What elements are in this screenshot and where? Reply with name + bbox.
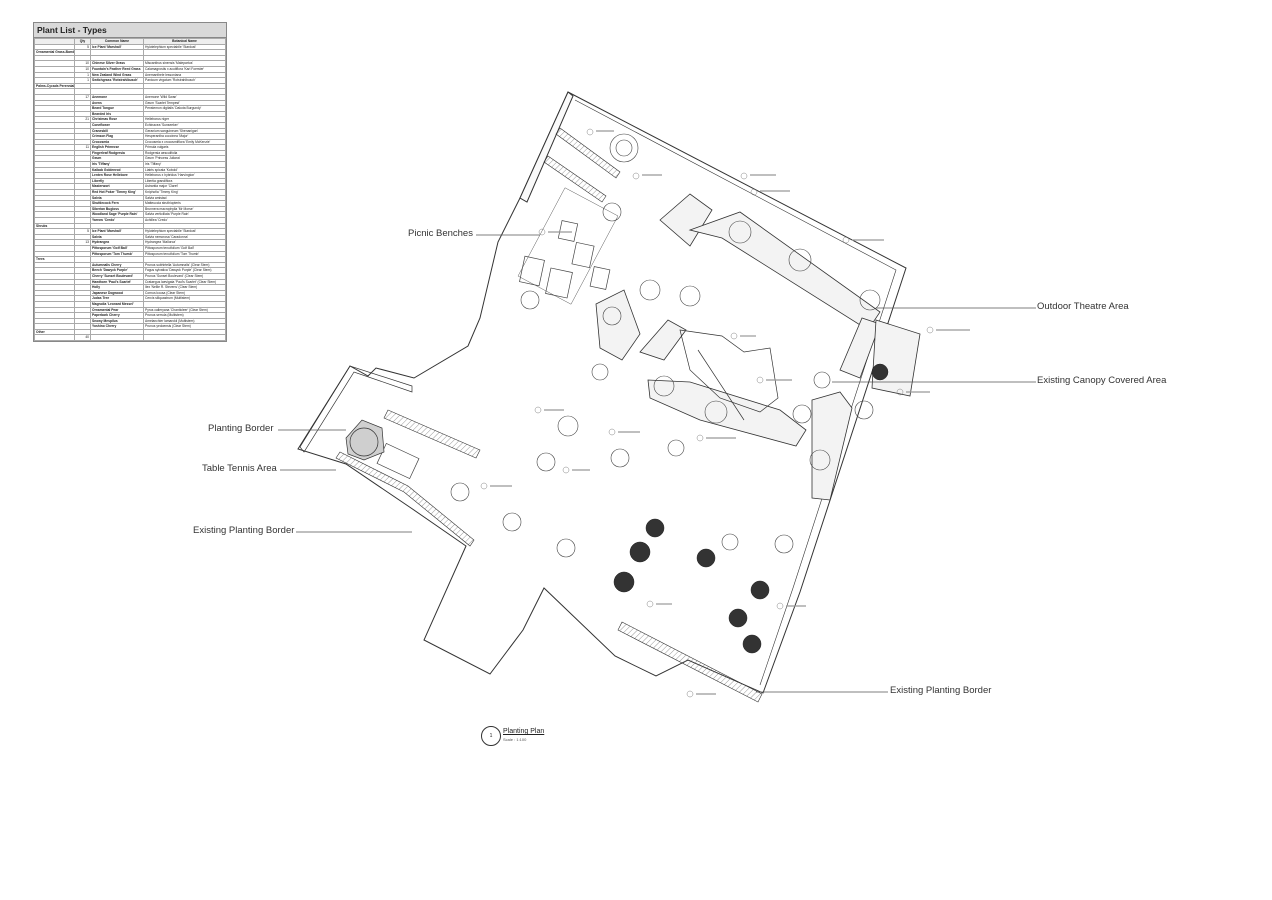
- table-tennis-area: [376, 442, 420, 480]
- plant-botanical-name-cell: [143, 256, 226, 263]
- plant-label-text-lines: [490, 130, 970, 695]
- plant-label-markers: [480, 128, 934, 698]
- plant-botanical-name-cell: Miscanthus sinensis 'Malepartus': [143, 60, 226, 67]
- picnic-benches: [517, 187, 619, 305]
- existing-planting-borders: [335, 127, 763, 703]
- plant-botanical-name-cell: Helleborus niger: [143, 116, 226, 123]
- plant-list-row: 40: [34, 334, 226, 342]
- plant-botanical-name-cell: Prunus 'Sunset Boulevard' (Clear Stem): [143, 272, 226, 280]
- plant-botanical-name-cell: [143, 334, 226, 342]
- outline-tree-symbols: [450, 133, 881, 558]
- callout-picnic-benches: Picnic Benches: [408, 228, 473, 239]
- plant-botanical-name-cell: Pyrus calleryana 'Chanticleer' (Clear St…: [143, 306, 226, 314]
- plant-list-row: Hawthorn 'Paul's Scarlet'Crataegus laevi…: [34, 278, 226, 286]
- plant-botanical-name-cell: Penstemon digitalis 'Dakota Burgundy': [143, 105, 226, 112]
- drawing-title: Planting Plan: [503, 728, 545, 735]
- callout-canopy-area: Existing Canopy Covered Area: [1037, 375, 1167, 386]
- plant-botanical-name-cell: [143, 300, 226, 308]
- feature-tree: [345, 419, 385, 461]
- plant-list-table: Plant List - Types Qty Common Name Botan…: [33, 22, 227, 343]
- plant-botanical-name-cell: Echinacea 'Sunseeker': [143, 121, 226, 129]
- plant-list-row: Magnolia 'Leonard Messel': [34, 300, 226, 308]
- plant-list-title: Plant List - Types: [34, 23, 226, 38]
- plant-botanical-name-cell: Calamagrostis x acutiflora 'Karl Foerste…: [143, 66, 226, 73]
- plant-botanical-name-cell: [143, 88, 226, 95]
- plant-botanical-name-cell: Fagus sylvatica 'Dawyck Purple' (Clear S…: [143, 267, 226, 274]
- plant-list-header-row: Qty Common Name Botanical Name: [34, 38, 226, 45]
- drawing-scale: Scale : 1:100: [503, 737, 527, 742]
- callout-leader-lines: [278, 234, 1036, 693]
- plant-botanical-name-cell: Anemone 'Wild Swan': [143, 93, 226, 101]
- plant-list-row: Bearded Iris: [34, 110, 226, 118]
- plant-list-row: Other: [34, 328, 226, 336]
- callout-outdoor-theatre: Outdoor Theatre Area: [1037, 301, 1129, 312]
- plant-botanical-name-cell: Cercis siliquastrum (Multistem): [143, 295, 226, 302]
- plant-list-row: [34, 88, 226, 95]
- drawing-number: 1: [481, 726, 501, 746]
- callout-table-tennis: Table Tennis Area: [202, 463, 277, 474]
- plant-botanical-name-cell: Amelanchier lamarckii (Multistem): [143, 317, 226, 325]
- plant-botanical-name-cell: Panicum virgatum 'Rotstrahlbusch': [143, 77, 226, 84]
- dark-tree-symbols: [613, 363, 889, 654]
- plant-botanical-name-cell: Anemanthele lessoniana: [143, 71, 226, 79]
- plant-botanical-name-cell: [143, 328, 226, 336]
- plant-botanical-name-cell: Crataegus laevigata 'Paul's Scarlet' (Cl…: [143, 278, 226, 286]
- plant-botanical-name-cell: Cornus kousa (Clear Stem): [143, 289, 226, 297]
- plant-botanical-name-cell: Prunus yedoensis (Clear Stem): [143, 323, 226, 330]
- site-boundary: [297, 91, 907, 694]
- callout-existing-border-bottom: Existing Planting Border: [890, 685, 992, 696]
- plant-botanical-name-cell: Geum 'Scarlet Tempest': [143, 99, 226, 107]
- plant-botanical-name-cell: Prunus serrula (Multistem): [143, 312, 226, 319]
- plant-botanical-name-cell: [143, 82, 226, 90]
- callout-existing-border-left: Existing Planting Border: [193, 525, 295, 536]
- plant-botanical-name-cell: Ilex 'Nellie R. Stevens' (Clear Stem): [143, 284, 226, 291]
- plant-list-row: Trees: [34, 256, 226, 263]
- plant-botanical-name-cell: [143, 110, 226, 118]
- callout-planting-border: Planting Border: [208, 423, 274, 434]
- plant-list-row: Palms-Cycads Perennials: [34, 82, 226, 90]
- plant-list-row: Cherry 'Sunset Boulevard'Prunus 'Sunset …: [34, 272, 226, 280]
- plant-list-row: Beech 'Dawyck Purple'Fagus sylvatica 'Da…: [34, 267, 226, 274]
- plant-botanical-name-cell: Prunus subhirtella 'Autumnalis' (Clear S…: [143, 261, 226, 269]
- canopy-covered-area: [679, 329, 779, 421]
- plant-list-row: Pittosporum 'Tom Thumb'Pittosporum tenui…: [34, 250, 226, 258]
